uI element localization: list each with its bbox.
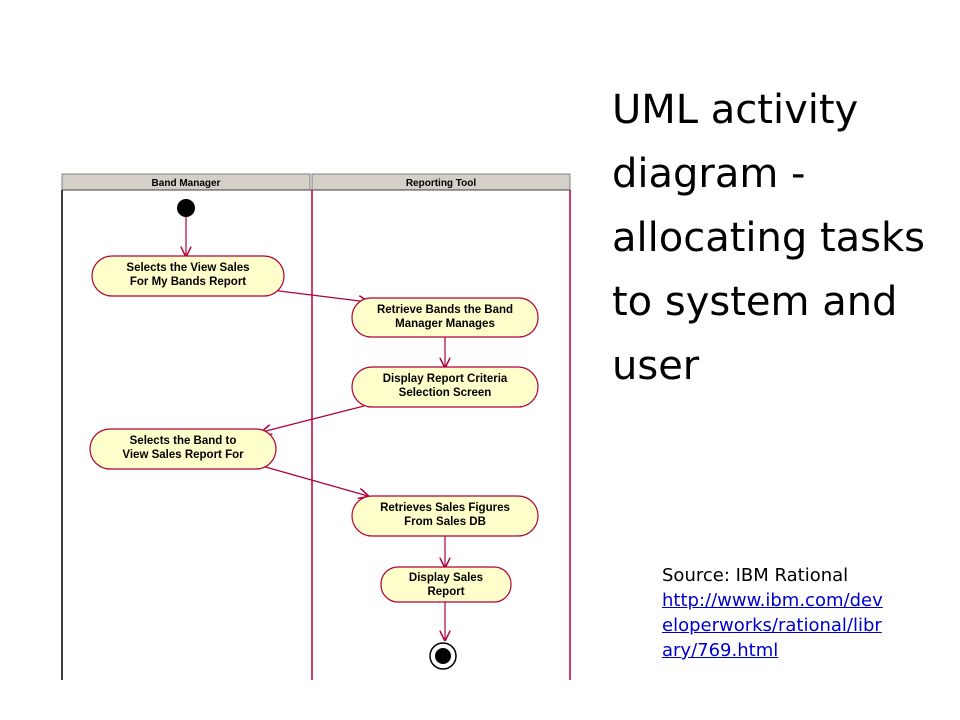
initial-node: [177, 199, 195, 217]
activity-a3: Display Report Criteria Selection Screen: [351, 366, 539, 408]
final-node: [429, 642, 457, 670]
flow-a4-to-a5: [261, 465, 368, 496]
flow-a1-to-a2: [270, 289, 368, 302]
source-label: Source: IBM Rational: [662, 565, 849, 586]
activity-a6-line1: Display Sales: [409, 572, 483, 584]
activity-a4-line2: View Sales Report For: [122, 449, 244, 461]
slide-title: UML activity diagram - allocating tasks …: [612, 87, 926, 389]
lane-title-band-manager: Band Manager: [152, 178, 221, 189]
activity-a1-line2: For My Bands Report: [130, 276, 246, 288]
source-link-line2: eloperworks/rational/libr: [662, 615, 882, 636]
source-link-line3: ary/769.html: [662, 640, 779, 661]
activity-a3-line2: Selection Screen: [399, 387, 492, 399]
activity-a1-line1: Selects the View Sales: [126, 262, 249, 274]
source-citation: Source: IBM Rational http://www.ibm.com/…: [662, 563, 932, 663]
flow-a3-to-a4: [262, 405, 365, 432]
lanes-frame: [56, 170, 576, 680]
source-link[interactable]: http://www.ibm.com/dev eloperworks/ratio…: [662, 590, 883, 661]
lane-title-reporting-tool: Reporting Tool: [406, 178, 477, 189]
activity-a1: Selects the View Sales For My Bands Repo…: [91, 255, 285, 297]
activity-a4-line1: Selects the Band to: [130, 435, 237, 447]
source-link-line1: http://www.ibm.com/dev: [662, 590, 883, 611]
activity-a5: Retrieves Sales Figures From Sales DB: [351, 495, 539, 537]
activity-a2-line2: Manager Manages: [395, 318, 495, 330]
activity-a4: Selects the Band to View Sales Report Fo…: [89, 428, 277, 470]
activity-a2-line1: Retrieve Bands the Band: [377, 304, 513, 316]
activity-a3-line1: Display Report Criteria: [383, 373, 508, 385]
activity-diagram: Band Manager Reporting Tool Selects the …: [56, 170, 576, 680]
activity-a5-line2: From Sales DB: [404, 516, 486, 528]
activity-a6: Display Sales Report: [380, 566, 512, 603]
activity-a2: Retrieve Bands the Band Manager Manages: [351, 297, 539, 338]
activity-a6-line2: Report: [427, 586, 464, 598]
activity-a5-line1: Retrieves Sales Figures: [380, 502, 510, 514]
